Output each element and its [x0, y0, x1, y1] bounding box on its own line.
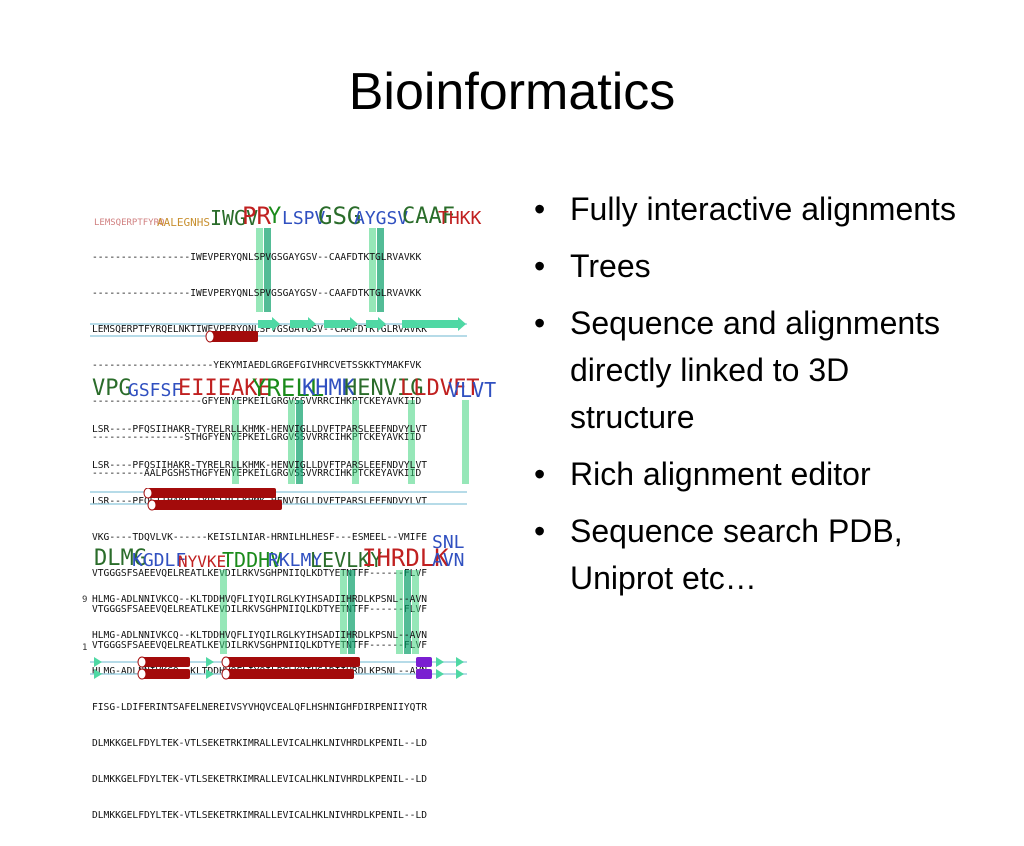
- sequence-row: DLMKKGELFDYLTEK-VTLSEKETRKIMRALLEVICALHK…: [92, 738, 428, 749]
- sequence-row: -----------------IWEVPERYQNLSPVGSGAYGSV-…: [92, 288, 422, 299]
- sequence-row: -----------------IWEVPERYQNLSPVGSGAYGSV-…: [92, 252, 422, 263]
- sequence-row: VTGGGSFSAEEVQELREATLKEVDILRKVSGHPNIIQLKD…: [92, 568, 428, 579]
- sequence-row: HLMG-ADLNNIVKCQ--KLTDDHVQFLIYQILRGLKYIHS…: [92, 594, 428, 605]
- bullet-item: •Sequence and alignments directly linked…: [530, 300, 970, 441]
- beta-strand-arrow: [324, 317, 358, 331]
- sequence-row: VTGGGSFSAEEVQELREATLKEVDILRKVSGHPNIIQLKD…: [92, 640, 428, 651]
- sequence-logo-2: VPG GSFSF EIIEAKE YRELL KHMK HENVIG LLDV…: [92, 374, 497, 402]
- sequence-row: ---------AALPGSHSTHGFYENYEPKEILGRGVSSVVR…: [92, 468, 422, 479]
- beta-strand-arrow: [94, 657, 102, 667]
- bullet-item: •Trees: [530, 243, 970, 290]
- sequence-row: DLMKKGELFDYLTEK-VTLSEKETRKIMRALLEVICALHK…: [92, 774, 428, 785]
- beta-strand-arrow: [402, 317, 466, 331]
- bullet-dot-icon: •: [534, 513, 546, 549]
- alignment-panel-1: LEMSQERPTFYRQ AALEGNHS IWGV PR Y LSPV GS…: [82, 182, 482, 479]
- alpha-helix: [226, 657, 360, 667]
- beta-strand-arrow: [436, 657, 444, 667]
- beta-strand-arrow: [290, 317, 316, 331]
- sequence-row: LSR----PFQSIIHAKR-TYRELRLLKHMK-HENVIGLLD…: [92, 424, 428, 435]
- sequence-row: LSR----PFQSIIHAKR-TYRELRLLKHMK-HENVIGLLD…: [92, 460, 428, 471]
- beta-strand-arrow: [436, 669, 444, 679]
- alignment-panel-2: VPG GSFSF EIIEAKE YRELL KHMK HENVIG LLDV…: [82, 354, 497, 651]
- secondary-structure-track-1: [90, 317, 467, 343]
- alpha-helix: [148, 488, 276, 498]
- sequence-logo-1: LEMSQERPTFYRQ AALEGNHS IWGV PR Y LSPV GS…: [94, 202, 482, 230]
- secondary-structure-track-2: [90, 488, 467, 511]
- alignment-figure: LEMSQERPTFYRQ AALEGNHS IWGV PR Y LSPV GS…: [82, 182, 497, 821]
- bullet-list: •Fully interactive alignments •Trees •Se…: [530, 186, 970, 612]
- sequence-rows-3: HLMG-ADLNNIVKCQ--KLTDDHVQFLIYQILRGLKYIHS…: [92, 570, 427, 846]
- bullet-item: •Sequence search PDB, Uniprot etc…: [530, 508, 970, 602]
- sequence-row: HLMG-ADLNNIVKCQ--KLTDDHVQFLIYQILRGLKYIHS…: [92, 630, 428, 641]
- sequence-rows-1: -----------------IWEVPERYQNLSPVGSGAYGSV-…: [92, 228, 427, 504]
- sequence-row: ----------------STHGFYENYEPKEILGRGVSSVVR…: [92, 432, 422, 443]
- bullet-dot-icon: •: [534, 191, 546, 227]
- sequence-row: ---------------------YEKYMIAEDLGRGEFGIVH…: [92, 360, 422, 371]
- turn-segment: [416, 669, 432, 679]
- sequence-row: FISG-LDIFERINTSAFELNEREIVSYVHQVCEALQFLHS…: [92, 702, 428, 713]
- sequence-row: VKG----TDQVLVK------KEISILNIAR-HRNILHLHE…: [92, 532, 428, 543]
- bullet-dot-icon: •: [534, 305, 546, 341]
- alpha-helix: [142, 657, 190, 667]
- beta-strand-arrow: [366, 317, 386, 331]
- alignment-panel-3: DLMG KGDLF NYVKE TDDHV RKLMY LEVLKY IHRD…: [82, 524, 474, 821]
- alpha-helix: [210, 331, 258, 342]
- beta-strand-arrow: [456, 657, 464, 667]
- alpha-helix: [152, 500, 282, 510]
- beta-strand-arrow: [258, 317, 280, 331]
- sequence-logo-3: DLMG KGDLF NYVKE TDDHV RKLMY LEVLKY IHRD…: [94, 532, 465, 572]
- sequence-row: VTGGGSFSAEEVQELREATLKEVDILRKVSGHPNIIQLKD…: [92, 604, 428, 615]
- alpha-helix: [142, 669, 190, 679]
- row-numbers: 9 1: [82, 595, 88, 653]
- sequence-row: -------------------GFYENYEPKEILGRGVSSVVR…: [92, 396, 422, 407]
- alpha-helix: [226, 669, 354, 679]
- bullet-item: •Rich alignment editor: [530, 451, 970, 498]
- bullet-dot-icon: •: [534, 456, 546, 492]
- bullet-dot-icon: •: [534, 248, 546, 284]
- slide-title: Bioinformatics: [348, 63, 676, 121]
- beta-strand-arrow: [456, 669, 464, 679]
- turn-segment: [416, 657, 432, 667]
- bullet-item: •Fully interactive alignments: [530, 186, 970, 233]
- sequence-row: DLMKKGELFDYLTEK-VTLSEKETRKIMRALLEVICALHK…: [92, 810, 428, 821]
- sequence-row: LEMSQERPTFYRQELNKTIWEVPERYQNLSPVGSGAYGSV…: [92, 324, 428, 335]
- beta-strand-arrow: [206, 657, 214, 667]
- secondary-structure-track-3: [90, 656, 467, 680]
- beta-strand-arrow: [206, 669, 214, 679]
- beta-strand-arrow: [94, 669, 102, 679]
